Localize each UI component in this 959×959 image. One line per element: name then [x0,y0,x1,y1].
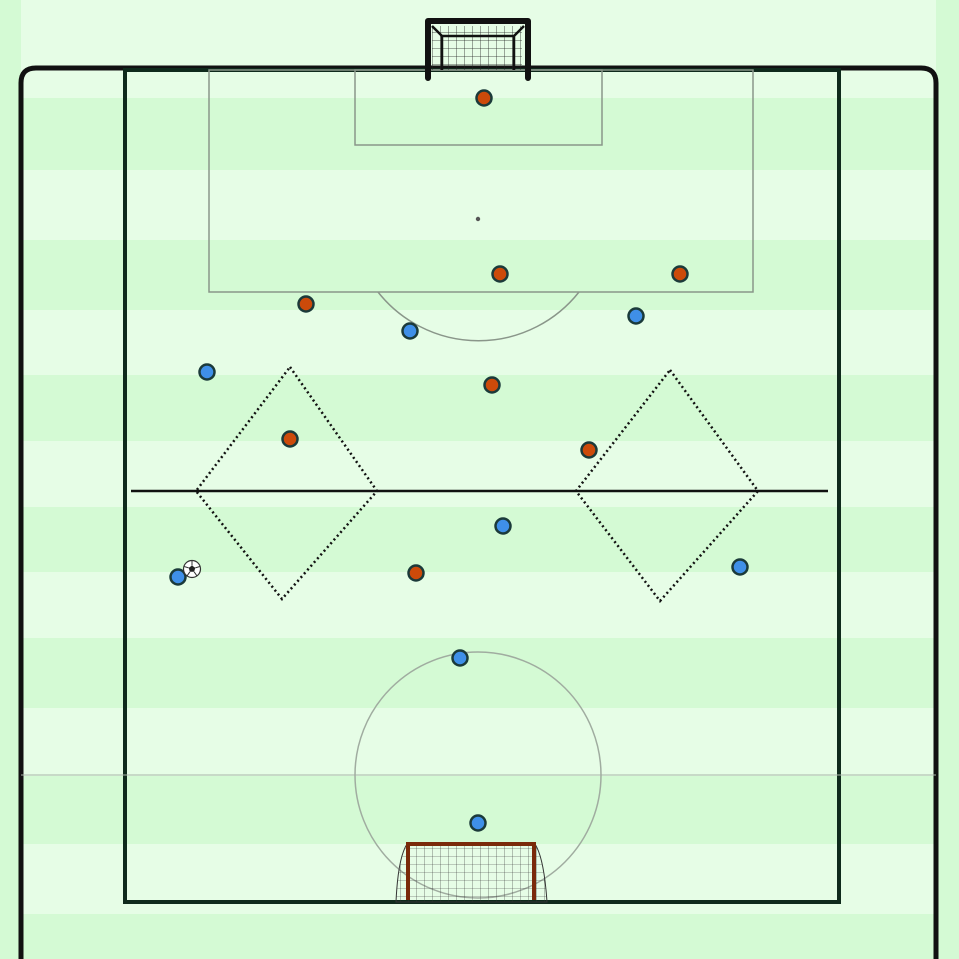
orange-player-1 [475,89,493,107]
mini-goal-bottom [395,842,548,903]
blue-player-8 [469,814,487,832]
blue-player-5 [169,568,187,586]
diamond-zone-right [574,367,760,603]
blue-player-3 [198,363,216,381]
diamond-zone-left [194,364,379,601]
orange-player-4 [297,295,315,313]
blue-team [169,307,749,832]
blue-player-1 [401,322,419,340]
penalty-arc [377,291,580,342]
orange-player-8 [407,564,425,582]
orange-player-5 [483,376,501,394]
goal-top [425,18,531,81]
ball [182,559,202,579]
orange-player-6 [281,430,299,448]
orange-player-7 [580,441,598,459]
blue-player-4 [494,517,512,535]
orange-team [281,89,689,582]
blue-player-6 [731,558,749,576]
orange-player-2 [491,265,509,283]
blue-player-2 [627,307,645,325]
orange-player-3 [671,265,689,283]
penalty-spot [475,216,481,222]
blue-player-7 [451,649,469,667]
